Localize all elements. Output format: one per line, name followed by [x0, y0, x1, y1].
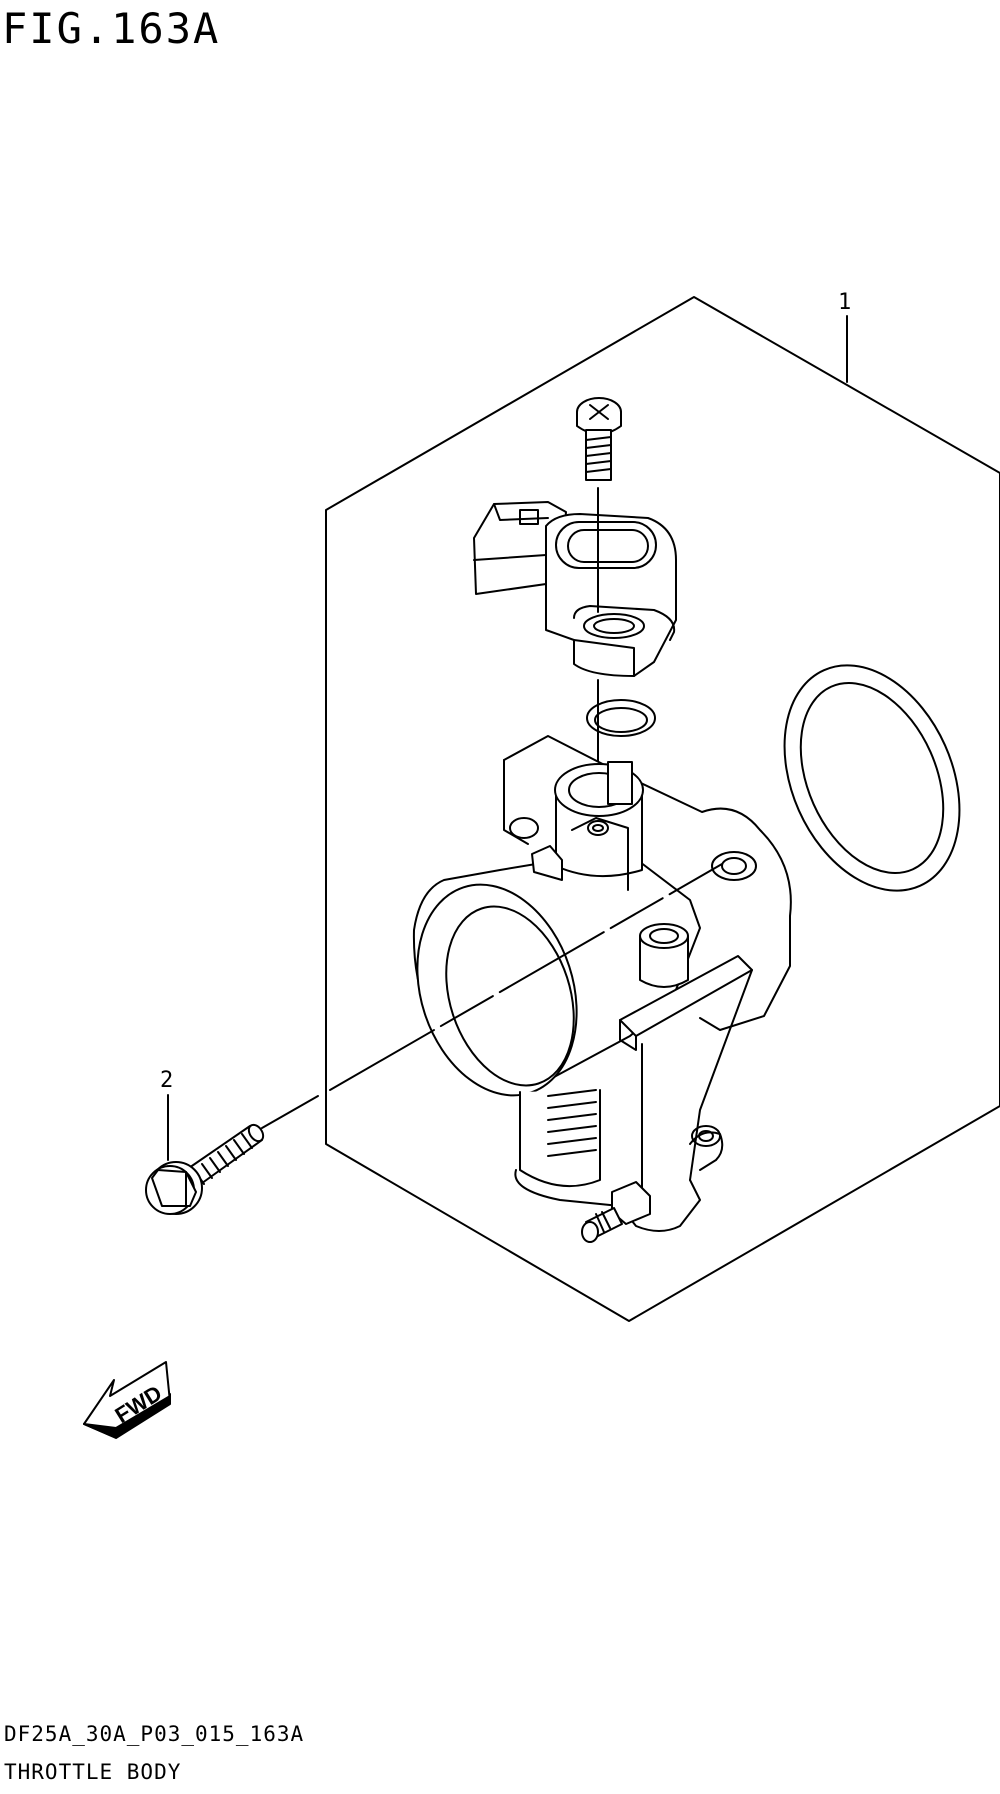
- callout-2: 2: [160, 1068, 174, 1093]
- throttle-position-sensor: [474, 502, 676, 676]
- diagram-title: THROTTLE BODY: [4, 1760, 182, 1784]
- fwd-arrow-icon: [84, 1362, 170, 1438]
- figure-title: FIG.163A: [2, 4, 221, 53]
- sensor-screw: [577, 398, 621, 480]
- bolt-axis-line: [262, 1096, 318, 1128]
- large-o-ring: [751, 638, 993, 919]
- small-o-ring: [587, 700, 655, 736]
- throttle-body: [391, 736, 791, 1242]
- assembly-outline: [326, 297, 1000, 1321]
- diagram-code: DF25A_30A_P03_015_163A: [4, 1722, 305, 1746]
- flange-bolt: [146, 1122, 266, 1214]
- callout-1: 1: [838, 290, 852, 315]
- bolt-axis-line-inner: [330, 864, 722, 1090]
